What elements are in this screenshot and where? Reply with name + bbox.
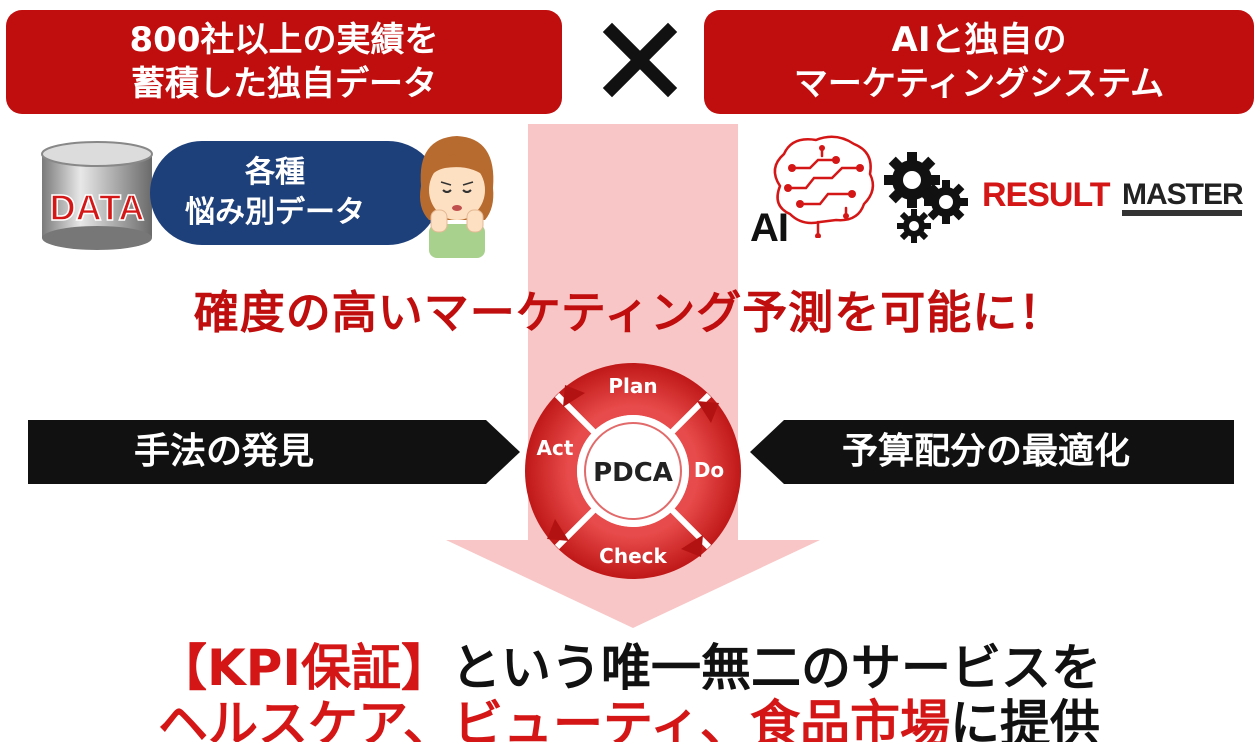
database-icon: DATA (41, 141, 153, 250)
budget-optimization-label: 予算配分の最適化 (842, 431, 1131, 472)
headline: 確度の高いマーケティング予測を可能に！ (193, 286, 1065, 339)
provide-text: に提供 (950, 695, 1100, 742)
method-discovery-label: 手法の発見 (134, 431, 315, 472)
bubble-line1: 各種 (245, 155, 305, 190)
left-pointing-banner-shape (750, 420, 1234, 484)
pdca-plan-label: Plan (608, 374, 657, 398)
logo-underline (1122, 210, 1242, 216)
banner-right-line1: AIと独自の (891, 20, 1067, 60)
logo-master-text: MASTER (1122, 178, 1244, 211)
banner-left-line1: 800社以上の実績を (129, 20, 439, 60)
pdca-center-label: PDCA (593, 458, 673, 488)
bottom-statement-line1: 【KPI保証】という唯一無二のサービスを (0, 628, 1258, 700)
logo-result-text: RESULT (982, 176, 1110, 214)
gears-icon (884, 152, 968, 243)
ai-brain-icon (773, 135, 875, 238)
pdca-cycle-diagram: PDCA Plan Do Check Act (525, 363, 741, 579)
result-master-logo: RESULT MASTER (982, 176, 1244, 222)
accumulated-data-banner: 800社以上の実績を 蓄積した独自データ (6, 10, 562, 114)
ai-label: AI (750, 206, 789, 250)
target-markets-text: ヘルスケア、ビューティ、食品市場 (158, 695, 950, 742)
ai-system-banner: AIと独自の マーケティングシステム (704, 10, 1254, 114)
unique-service-text: という唯一無二のサービスを (451, 639, 1101, 697)
pdca-act-label: Act (537, 436, 574, 460)
bottom-statement-line2: ヘルスケア、ビューティ、食品市場に提供 (0, 684, 1258, 742)
banner-right-line2: マーケティングシステム (793, 64, 1165, 104)
multiply-icon (602, 22, 678, 98)
worried-woman-illustration (420, 136, 494, 258)
kpi-guarantee-label: 【KPI保証】 (157, 639, 451, 697)
budget-optimization-banner: 予算配分の最適化 (750, 420, 1234, 484)
data-label: DATA (50, 187, 145, 228)
method-discovery-banner: 手法の発見 (28, 420, 520, 484)
concern-data-bubble: 各種 悩み別データ (150, 141, 440, 245)
pdca-check-label: Check (599, 544, 667, 568)
right-pointing-banner-shape (28, 420, 520, 484)
bubble-line2: 悩み別データ (185, 195, 365, 230)
pdca-do-label: Do (694, 458, 724, 482)
banner-left-line2: 蓄積した独自データ (131, 64, 437, 104)
